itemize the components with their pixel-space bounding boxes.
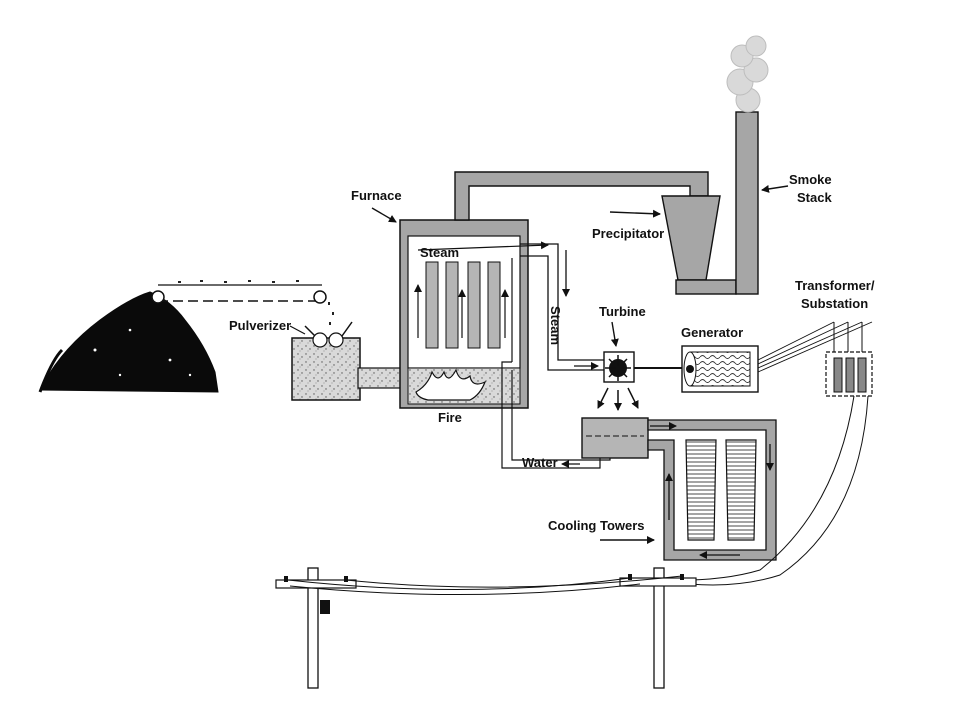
coal-conveyor	[151, 280, 334, 325]
fire-label: Fire	[438, 410, 462, 425]
boiler-tubes	[425, 261, 501, 349]
turbine	[603, 351, 635, 383]
generator	[681, 345, 759, 393]
smoke-stack-label-line2: Stack	[797, 190, 832, 205]
fire	[415, 368, 487, 401]
transformer-label-line2: Substation	[801, 296, 868, 311]
utility-pole-left	[275, 567, 357, 689]
distribution-lines	[287, 575, 683, 596]
pulverizer-pointer	[289, 325, 306, 335]
transmission-leads	[757, 321, 873, 373]
turbine-label: Turbine	[599, 304, 646, 319]
condenser	[581, 417, 649, 459]
smoke-stack-pointer	[761, 184, 789, 193]
precipitator	[661, 195, 737, 295]
smoke-stack-label-line1: Smoke	[789, 172, 832, 187]
cooling-loop	[647, 419, 777, 561]
cooling-towers-label: Cooling Towers	[548, 518, 645, 533]
pulverizer	[291, 321, 361, 401]
conveyor-tail-pulley	[313, 290, 327, 304]
transformer	[825, 322, 873, 397]
water-return-line	[501, 361, 611, 469]
precipitator-pointer	[609, 209, 661, 218]
cooling-towers	[685, 439, 757, 541]
water-label: Water	[522, 455, 558, 470]
pulverizer-label: Pulverizer	[229, 318, 291, 333]
furnace-label: Furnace	[351, 188, 402, 203]
transformer-label-line1: Transformer/	[795, 278, 875, 293]
steam-vertical-label: Steam	[548, 306, 563, 345]
coal-pile	[38, 291, 219, 393]
smoke-plume	[726, 35, 769, 113]
generator-label: Generator	[681, 325, 743, 340]
turbine-pointer	[610, 321, 619, 347]
furnace: Steam	[399, 219, 549, 409]
utility-pole-right	[619, 567, 697, 689]
steam-top-label: Steam	[420, 245, 459, 260]
fuel-feed-duct	[357, 367, 403, 389]
precipitator-label: Precipitator	[592, 226, 664, 241]
steam-line	[520, 243, 604, 371]
smoke-stack	[735, 111, 759, 295]
conveyor-head-pulley	[151, 290, 165, 304]
substation-feed-lines	[659, 395, 869, 586]
furnace-pointer	[371, 207, 397, 223]
